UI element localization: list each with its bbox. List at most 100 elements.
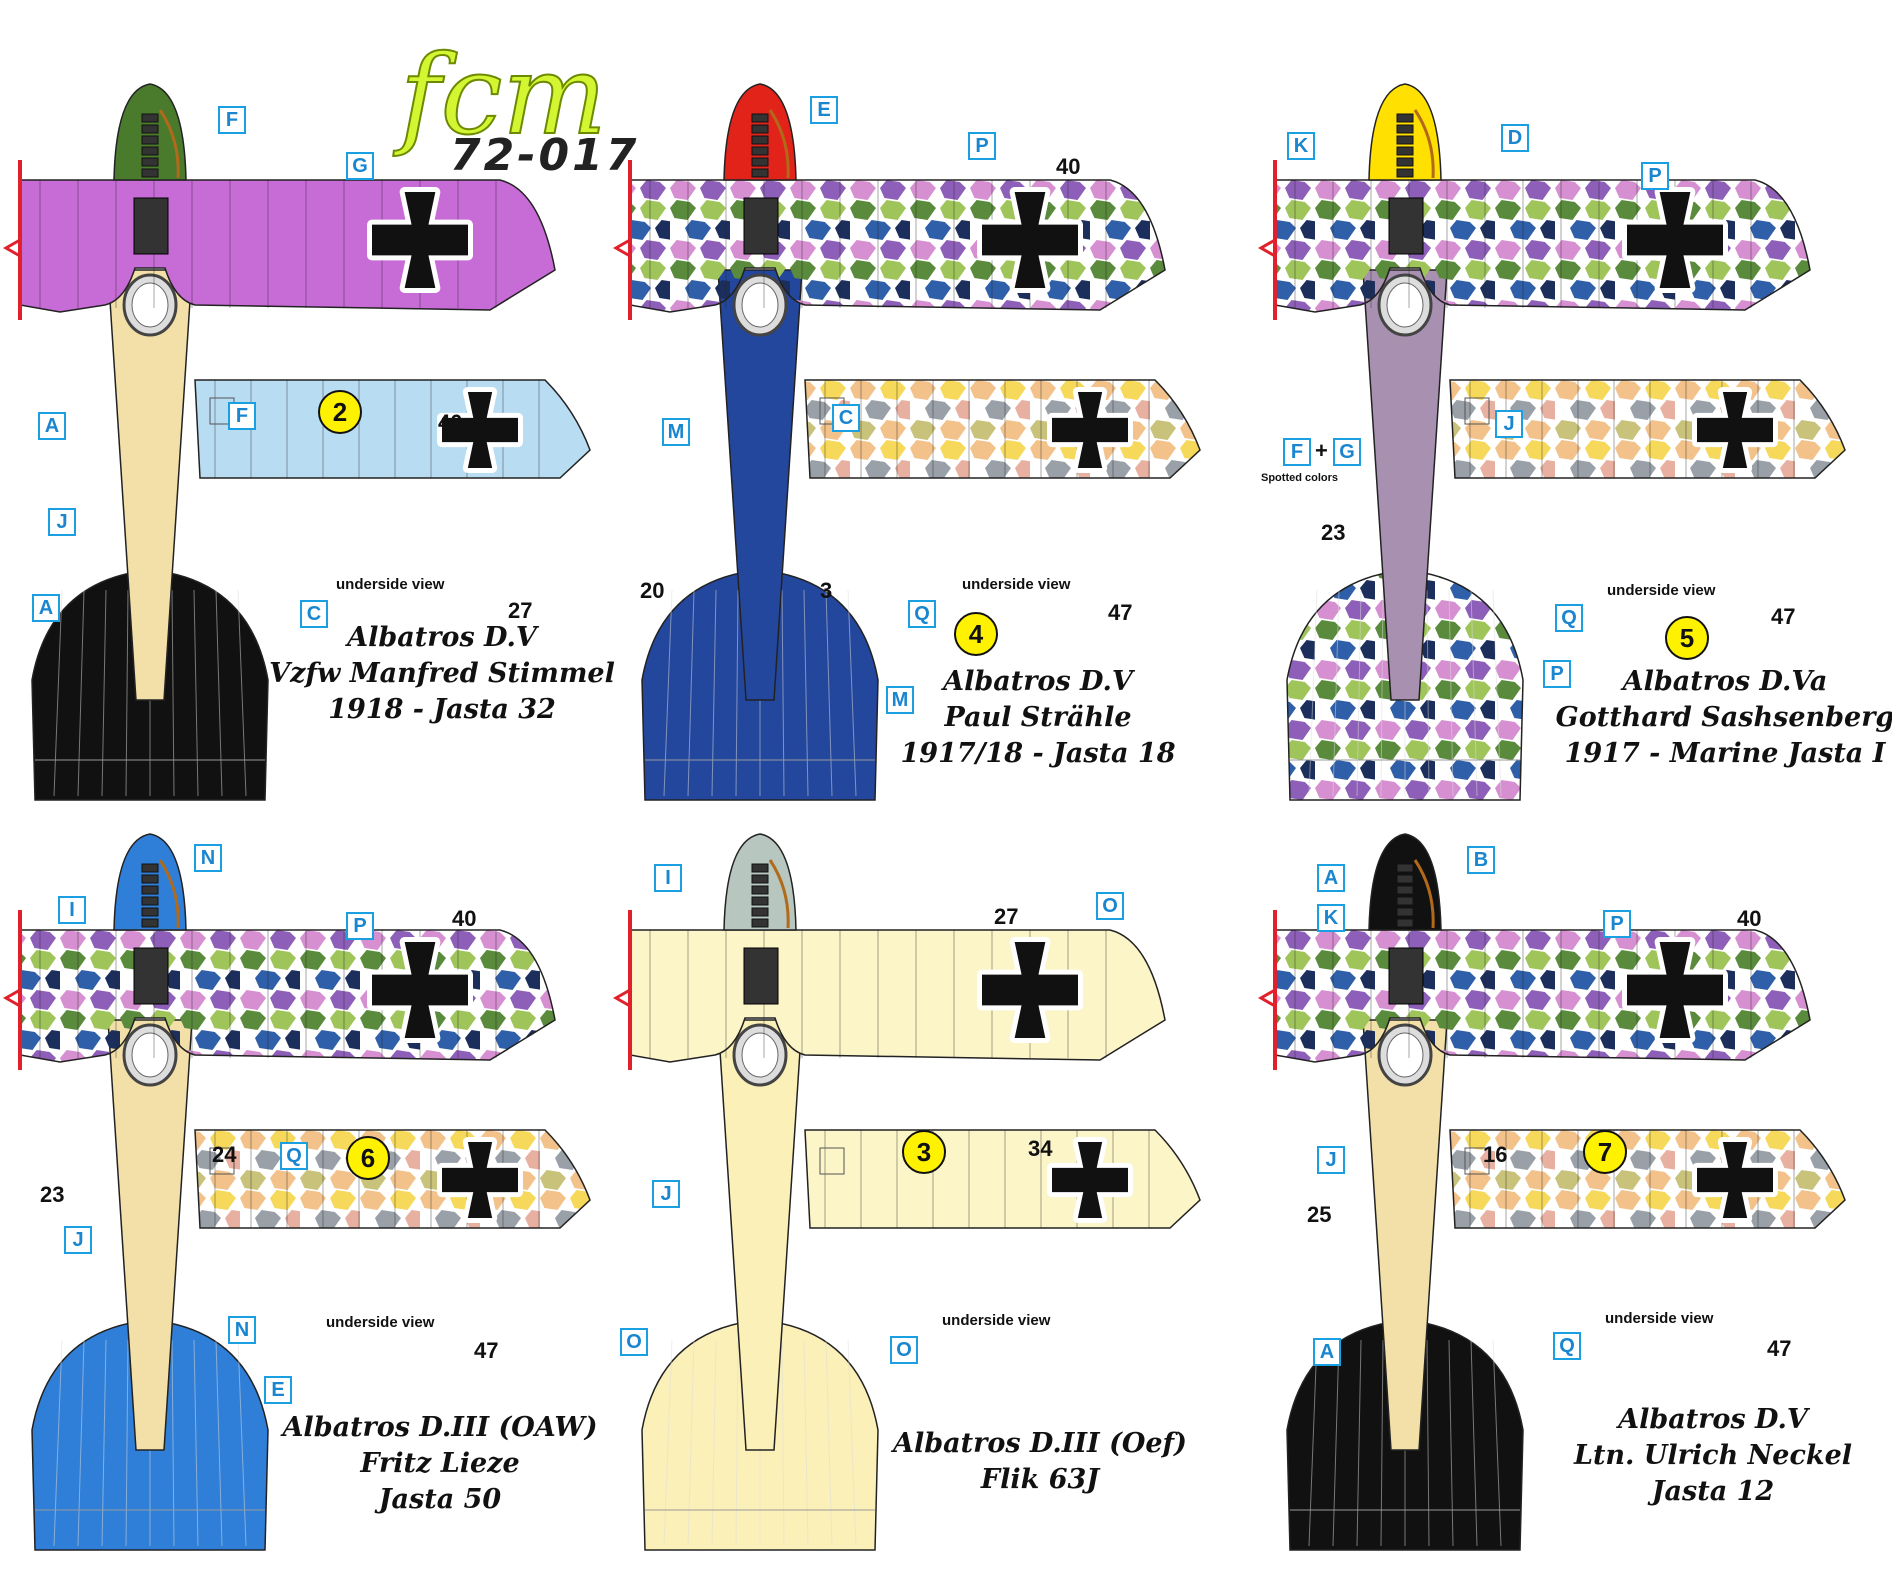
caption-pilot: Flik 63J bbox=[980, 1464, 1100, 1495]
profile-strahle: E P M C Q M 40 20 3 47 4 underside view … bbox=[610, 80, 1240, 840]
caption-type: Albatros D.III (Oef) bbox=[893, 1428, 1187, 1459]
profile-number-badge: 3 bbox=[902, 1130, 946, 1174]
profile-number-badge: 4 bbox=[954, 612, 998, 656]
callout-P: P bbox=[968, 132, 996, 160]
number-3: 3 bbox=[820, 578, 833, 603]
fuselage bbox=[717, 1019, 803, 1451]
underside-label: underside view bbox=[336, 576, 445, 593]
profile-number-badge: 5 bbox=[1665, 616, 1709, 660]
callout-K: K bbox=[1317, 904, 1345, 932]
number-23: 23 bbox=[1321, 520, 1346, 545]
number-47: 47 bbox=[474, 1338, 499, 1363]
logo-code: 72-017 bbox=[450, 130, 640, 181]
aircraft-top-view bbox=[612, 83, 1201, 801]
caption-unit: Jasta 50 bbox=[378, 1484, 502, 1515]
caption-type: Albatros D.V bbox=[1618, 1404, 1808, 1435]
callout-M: M bbox=[662, 418, 690, 446]
fuselage bbox=[717, 269, 803, 701]
caption-pilot: Gotthard Sashsenberg bbox=[1555, 702, 1892, 733]
number-20: 20 bbox=[640, 578, 665, 603]
profile-number-badge: 7 bbox=[1583, 1130, 1627, 1174]
number-40: 40 bbox=[438, 410, 463, 435]
callout-N: N bbox=[194, 844, 222, 872]
callout-O: O bbox=[890, 1336, 918, 1364]
number-23: 23 bbox=[40, 1182, 65, 1207]
caption-unit: Jasta 12 bbox=[1651, 1476, 1775, 1507]
aircraft-top-view bbox=[1257, 83, 1846, 801]
callout-O: O bbox=[620, 1328, 648, 1356]
upper-wing bbox=[612, 910, 1166, 1070]
spotted-colors-note: Spotted colors bbox=[1261, 472, 1339, 484]
number-27: 27 bbox=[508, 598, 533, 623]
callout-B: B bbox=[1467, 846, 1495, 874]
caption-pilot: Vzfw Manfred Stimmel bbox=[269, 658, 615, 689]
callout-E: E bbox=[810, 96, 838, 124]
upper-wing bbox=[1257, 910, 1811, 1070]
callout-E: E bbox=[264, 1376, 292, 1404]
number-24: 24 bbox=[212, 1142, 237, 1167]
underside-wing bbox=[194, 1129, 591, 1229]
fcm-logo: fcm 72-017 bbox=[399, 31, 660, 190]
callout-J: J bbox=[64, 1226, 92, 1254]
callout-A: A bbox=[32, 594, 60, 622]
callout-P: P bbox=[1543, 660, 1571, 688]
callout-D: D bbox=[1501, 124, 1529, 152]
underside-label: underside view bbox=[962, 576, 1071, 593]
caption: Albatros D.III (Oef) Flik 63J bbox=[860, 1426, 1220, 1498]
caption-type: Albatros D.III (OAW) bbox=[282, 1412, 598, 1443]
nose-cowling bbox=[723, 83, 797, 181]
callout-C: C bbox=[832, 404, 860, 432]
callout-I: I bbox=[654, 864, 682, 892]
caption-type: Albatros D.V bbox=[943, 666, 1133, 697]
callout-P: P bbox=[346, 912, 374, 940]
fuselage bbox=[1362, 269, 1448, 701]
callout-C: C bbox=[300, 600, 328, 628]
callout-A: A bbox=[1313, 1338, 1341, 1366]
fuselage bbox=[1362, 1019, 1448, 1451]
caption: Albatros D.V Ltn. Ulrich Neckel Jasta 12 bbox=[1533, 1402, 1892, 1510]
callout-F: F bbox=[1283, 438, 1311, 466]
callout-P: P bbox=[1603, 910, 1631, 938]
caption: Albatros D.V Paul Strähle 1917/18 - Jast… bbox=[858, 664, 1218, 772]
profile-stimmel: F G F A J C A 40 27 2 underside view Alb… bbox=[0, 80, 630, 840]
number-40: 40 bbox=[1737, 906, 1762, 931]
profile-flik-63j: I O J O O 27 34 3 underside view Albatro… bbox=[610, 830, 1240, 1590]
callout-F: F bbox=[218, 106, 246, 134]
nose-cowling bbox=[723, 833, 797, 931]
upper-wing bbox=[1257, 160, 1811, 320]
number-47: 47 bbox=[1771, 604, 1796, 629]
number-47: 47 bbox=[1108, 600, 1133, 625]
callout-F: F bbox=[228, 402, 256, 430]
callout-A: A bbox=[38, 412, 66, 440]
callout-J: J bbox=[48, 508, 76, 536]
upper-wing bbox=[2, 910, 556, 1070]
caption-unit: 1917/18 - Jasta 18 bbox=[900, 738, 1176, 769]
underside-wing bbox=[1449, 379, 1846, 479]
callout-J: J bbox=[1317, 1146, 1345, 1174]
callout-G: G bbox=[1333, 438, 1361, 466]
callout-O: O bbox=[1096, 892, 1124, 920]
caption-pilot: Ltn. Ulrich Neckel bbox=[1573, 1440, 1853, 1471]
number-16: 16 bbox=[1483, 1142, 1508, 1167]
underside-label: underside view bbox=[326, 1314, 435, 1331]
callout-M: M bbox=[886, 686, 914, 714]
caption-type: Albatros D.Va bbox=[1622, 666, 1828, 697]
callout-N: N bbox=[228, 1316, 256, 1344]
fuselage bbox=[107, 1019, 193, 1451]
aircraft-top-view bbox=[1257, 833, 1846, 1551]
callout-K: K bbox=[1287, 132, 1315, 160]
logo-brand: fcm bbox=[399, 31, 608, 159]
caption: Albatros D.III (OAW) Fritz Lieze Jasta 5… bbox=[260, 1410, 620, 1518]
profile-lieze: N I P Q J N E 40 24 23 47 6 underside vi… bbox=[0, 830, 630, 1590]
caption: Albatros D.V Vzfw Manfred Stimmel 1918 -… bbox=[262, 620, 622, 728]
fuselage bbox=[107, 269, 193, 701]
upper-wing bbox=[2, 160, 556, 320]
profile-sashsenberg: K D P F + G Spotted colors J Q P 40 23 4… bbox=[1255, 80, 1892, 840]
aircraft-top-view bbox=[2, 83, 591, 801]
profile-neckel: A B K P J Q A 40 16 25 47 7 underside vi… bbox=[1255, 830, 1885, 1590]
callout-I: I bbox=[58, 896, 86, 924]
nose-cowling bbox=[1368, 833, 1442, 931]
underside-wing bbox=[804, 1129, 1201, 1229]
upper-wing bbox=[612, 160, 1166, 320]
callout-Q: Q bbox=[1555, 604, 1583, 632]
